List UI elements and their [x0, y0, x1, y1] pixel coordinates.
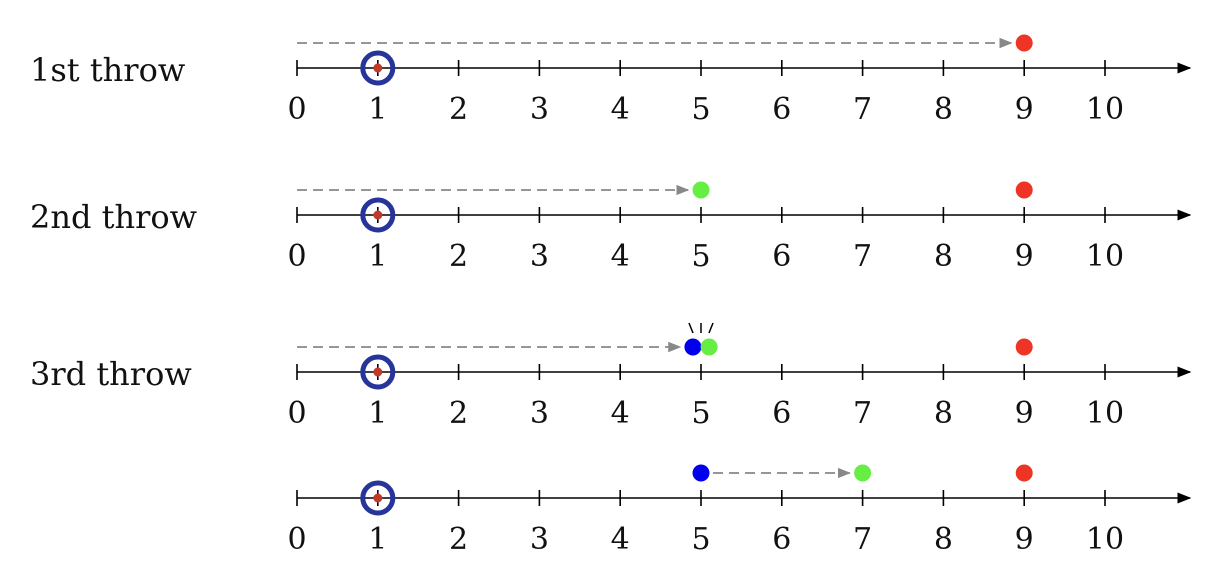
tick-label: 9 — [1015, 239, 1034, 274]
blue-ball — [684, 338, 702, 356]
throw-row: 3rd throw 0 1 2 3 4 5 6 7 8 9 10 — [30, 322, 1192, 431]
tick-label: 3 — [530, 396, 549, 431]
tick-label: 7 — [853, 522, 872, 557]
green-ball — [700, 338, 718, 356]
target-center-icon — [373, 210, 383, 220]
tick-label: 10 — [1086, 239, 1124, 274]
tick-label: 2 — [449, 239, 468, 274]
tick-label: 4 — [611, 522, 630, 557]
tick-label: 9 — [1015, 92, 1034, 127]
throw-row: 1st throw 0 1 2 3 4 5 6 7 8 9 10 — [30, 34, 1192, 127]
tick-label: 2 — [449, 396, 468, 431]
red-ball — [1015, 338, 1033, 356]
tick-label: 8 — [934, 522, 953, 557]
tick-label: 2 — [449, 522, 468, 557]
green-ball — [854, 464, 872, 482]
tick-label: 1 — [368, 239, 387, 274]
tick-label: 5 — [691, 522, 710, 557]
tick-label: 8 — [934, 92, 953, 127]
tick-label: 1 — [368, 396, 387, 431]
tick-label: 4 — [611, 396, 630, 431]
tick-label: 1 — [368, 92, 387, 127]
red-ball — [1015, 464, 1033, 482]
green-ball — [692, 181, 710, 199]
target-ring-icon — [360, 480, 396, 516]
tick-label: 8 — [934, 396, 953, 431]
target-ring-icon — [360, 50, 396, 86]
tick-label: 5 — [691, 396, 710, 431]
tick-label: 7 — [853, 239, 872, 274]
red-ball — [1015, 181, 1033, 199]
row-label: 2nd throw — [30, 198, 197, 236]
tick-label: 9 — [1015, 522, 1034, 557]
tick-label: 4 — [611, 92, 630, 127]
tick-label: 0 — [287, 239, 306, 274]
target-ring-icon — [360, 197, 396, 233]
blue-ball — [692, 464, 710, 482]
tick-label: 3 — [530, 239, 549, 274]
throw-row: 0 1 2 3 4 5 6 7 8 9 10 — [287, 464, 1192, 557]
tick-label: 2 — [449, 92, 468, 127]
tick-label: 1 — [368, 522, 387, 557]
tick-label: 6 — [772, 396, 791, 431]
tick-label: 5 — [691, 239, 710, 274]
target-center-icon — [373, 367, 383, 377]
tick-label: 3 — [530, 92, 549, 127]
target-ring-icon — [360, 354, 396, 390]
row-label: 1st throw — [30, 51, 185, 89]
target-center-icon — [373, 493, 383, 503]
red-ball — [1015, 34, 1033, 52]
collision-marks-icon — [688, 322, 714, 334]
tick-label: 6 — [772, 239, 791, 274]
tick-label: 8 — [934, 239, 953, 274]
tick-label: 5 — [691, 92, 710, 127]
tick-label: 6 — [772, 92, 791, 127]
tick-label: 7 — [853, 396, 872, 431]
collision-mark — [708, 322, 714, 334]
tick-label: 0 — [287, 92, 306, 127]
target-center-icon — [373, 63, 383, 73]
row-label: 3rd throw — [30, 355, 192, 393]
tick-label: 0 — [287, 522, 306, 557]
tick-label: 0 — [287, 396, 306, 431]
tick-label: 10 — [1086, 522, 1124, 557]
collision-mark — [688, 322, 694, 334]
tick-label: 7 — [853, 92, 872, 127]
tick-label: 3 — [530, 522, 549, 557]
tick-label: 10 — [1086, 396, 1124, 431]
tick-label: 10 — [1086, 92, 1124, 127]
tick-label: 6 — [772, 522, 791, 557]
throw-row: 2nd throw 0 1 2 3 4 5 6 7 8 9 10 — [30, 181, 1192, 274]
tick-label: 4 — [611, 239, 630, 274]
tick-label: 9 — [1015, 396, 1034, 431]
